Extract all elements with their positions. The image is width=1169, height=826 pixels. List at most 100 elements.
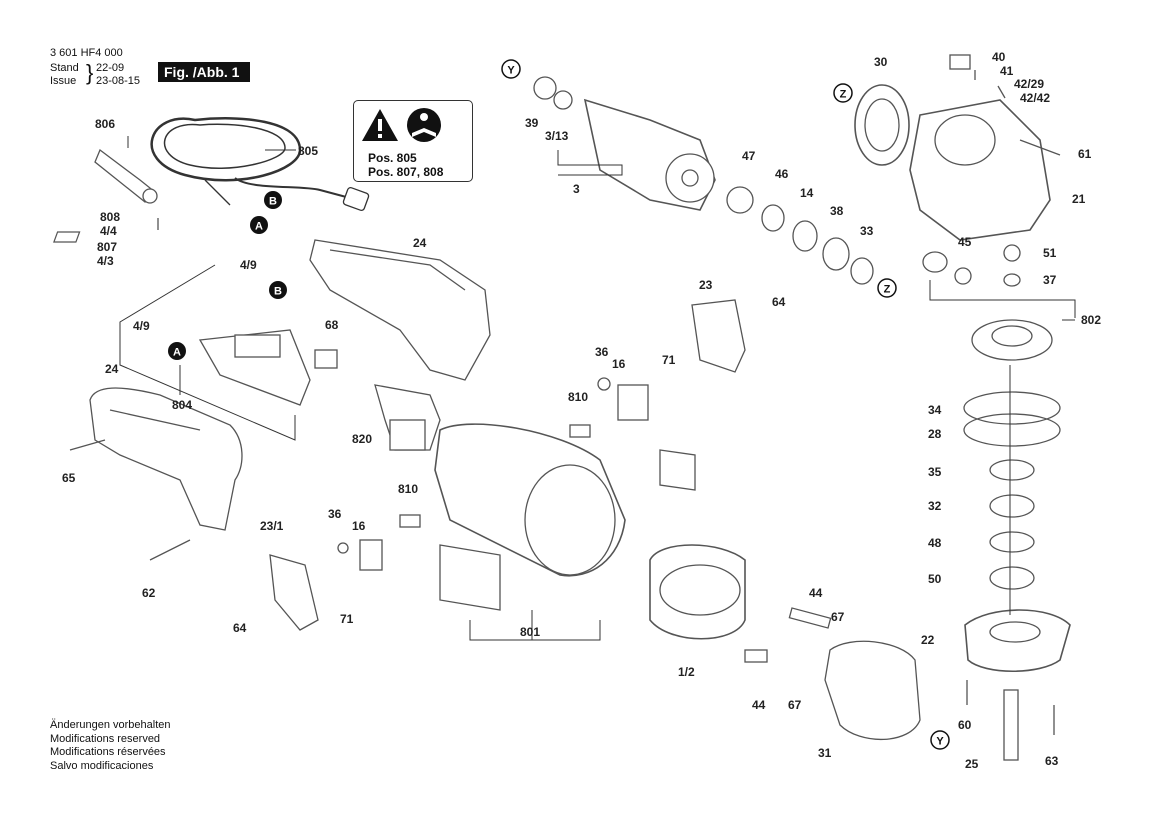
marker-z-mid: Z xyxy=(877,278,897,298)
connection-markers: A B A B Y Z Z Y xyxy=(168,59,950,750)
part-label-22: 22 xyxy=(921,633,935,647)
warning-triangle-icon xyxy=(362,109,398,141)
part-label-51: 51 xyxy=(1043,246,1057,260)
part-label-64-lower: 64 xyxy=(233,621,247,635)
part-labels: 806 805 808 4/4 807 4/3 4/9 4/9 804 24 2… xyxy=(62,50,1101,771)
part-label-21: 21 xyxy=(1072,192,1086,206)
part-label-42-42: 42/42 xyxy=(1020,91,1050,105)
svg-text:Z: Z xyxy=(884,284,891,296)
part-label-4-4: 4/4 xyxy=(100,224,117,238)
part-label-810-lower: 810 xyxy=(398,482,418,496)
svg-text:Z: Z xyxy=(840,89,847,101)
part-label-38: 38 xyxy=(830,204,844,218)
document-number: 3 601 HF4 000 xyxy=(50,47,123,59)
warning-line-1: Pos. 805 xyxy=(368,151,417,165)
read-manual-icon xyxy=(407,108,441,142)
part-label-3: 3 xyxy=(573,182,580,196)
figure-badge: Fig. /Abb. 1 xyxy=(158,62,250,82)
note-es: Salvo modificaciones xyxy=(50,759,154,772)
part-label-32: 32 xyxy=(928,499,942,513)
part-label-30: 30 xyxy=(874,55,888,69)
part-label-23: 23 xyxy=(699,278,713,292)
part-label-4-3: 4/3 xyxy=(97,254,114,268)
part-label-45: 45 xyxy=(958,235,972,249)
part-label-40: 40 xyxy=(992,50,1006,64)
part-label-14: 14 xyxy=(800,186,814,200)
marker-b-lower: B xyxy=(269,281,287,299)
note-fr: Modifications réservées xyxy=(50,746,166,758)
part-label-64-upper: 64 xyxy=(772,295,786,309)
part-label-805: 805 xyxy=(298,144,318,158)
marker-b-upper: B xyxy=(264,191,282,209)
part-label-47: 47 xyxy=(742,149,756,163)
part-label-810-upper: 810 xyxy=(568,390,588,404)
issue-label: Issue xyxy=(50,75,77,87)
part-label-3-13: 3/13 xyxy=(545,129,569,143)
part-shapes xyxy=(53,54,1071,761)
part-label-42-29: 42/29 xyxy=(1014,77,1044,91)
part-label-37: 37 xyxy=(1043,273,1057,287)
part-label-35: 35 xyxy=(928,465,942,479)
part-label-801: 801 xyxy=(520,625,540,639)
issue-value: 23-08-15 xyxy=(96,75,141,87)
stand-value: 22-09 xyxy=(96,62,125,74)
part-label-67-lower: 67 xyxy=(788,698,802,712)
part-label-820: 820 xyxy=(352,432,372,446)
part-label-31: 31 xyxy=(818,746,832,760)
marker-y-top: Y xyxy=(501,59,521,79)
safety-notice-box: Pos. 805 Pos. 807, 808 xyxy=(353,100,473,182)
svg-text:B: B xyxy=(274,286,282,298)
warning-line-2: Pos. 807, 808 xyxy=(368,165,444,179)
stand-label: Stand xyxy=(50,62,79,74)
part-label-71-lower: 71 xyxy=(340,612,354,626)
part-label-33: 33 xyxy=(860,224,874,238)
marker-a-upper: A xyxy=(250,216,268,234)
part-label-68: 68 xyxy=(325,318,339,332)
leader-lines xyxy=(119,136,1076,641)
part-label-41: 41 xyxy=(1000,64,1014,78)
part-label-23-1: 23/1 xyxy=(260,519,284,533)
brace: } xyxy=(86,60,94,85)
note-de: Änderungen vorbehalten xyxy=(50,719,171,731)
part-label-16-lower: 16 xyxy=(352,519,366,533)
part-label-61: 61 xyxy=(1078,147,1092,161)
marker-a-lower: A xyxy=(168,342,186,360)
part-label-16-upper: 16 xyxy=(612,357,626,371)
marker-y-bottom: Y xyxy=(930,730,950,750)
note-en: Modifications reserved xyxy=(50,732,161,745)
modification-notes: Änderungen vorbehalten Modifications res… xyxy=(50,719,170,773)
part-label-46: 46 xyxy=(775,167,789,181)
svg-text:Y: Y xyxy=(936,736,944,748)
part-label-24-top: 24 xyxy=(413,236,427,250)
part-label-67-upper: 67 xyxy=(831,610,845,624)
svg-text:Y: Y xyxy=(507,65,515,77)
part-label-808: 808 xyxy=(100,210,120,224)
part-label-36-lower: 36 xyxy=(328,507,342,521)
part-label-804: 804 xyxy=(172,398,192,412)
marker-z-top: Z xyxy=(833,83,853,103)
svg-text:A: A xyxy=(173,347,181,359)
part-label-1-2: 1/2 xyxy=(678,665,695,679)
part-label-802: 802 xyxy=(1081,313,1101,327)
part-label-4-9-b: 4/9 xyxy=(133,319,150,333)
part-label-807: 807 xyxy=(97,240,117,254)
part-label-806: 806 xyxy=(95,117,115,131)
part-label-48: 48 xyxy=(928,536,942,550)
part-label-36-upper: 36 xyxy=(595,345,609,359)
part-label-50: 50 xyxy=(928,572,942,586)
part-label-62: 62 xyxy=(142,586,156,600)
svg-text:B: B xyxy=(269,196,277,208)
part-label-25: 25 xyxy=(965,757,979,771)
part-label-34: 34 xyxy=(928,403,942,417)
part-label-44-lower: 44 xyxy=(752,698,766,712)
part-label-63: 63 xyxy=(1045,754,1059,768)
part-label-44-upper: 44 xyxy=(809,586,823,600)
svg-text:A: A xyxy=(255,221,263,233)
part-label-28: 28 xyxy=(928,427,942,441)
part-label-24-bottom: 24 xyxy=(105,362,119,376)
part-label-39: 39 xyxy=(525,116,539,130)
part-label-71-upper: 71 xyxy=(662,353,676,367)
part-label-4-9-a: 4/9 xyxy=(240,258,257,272)
part-label-65: 65 xyxy=(62,471,76,485)
